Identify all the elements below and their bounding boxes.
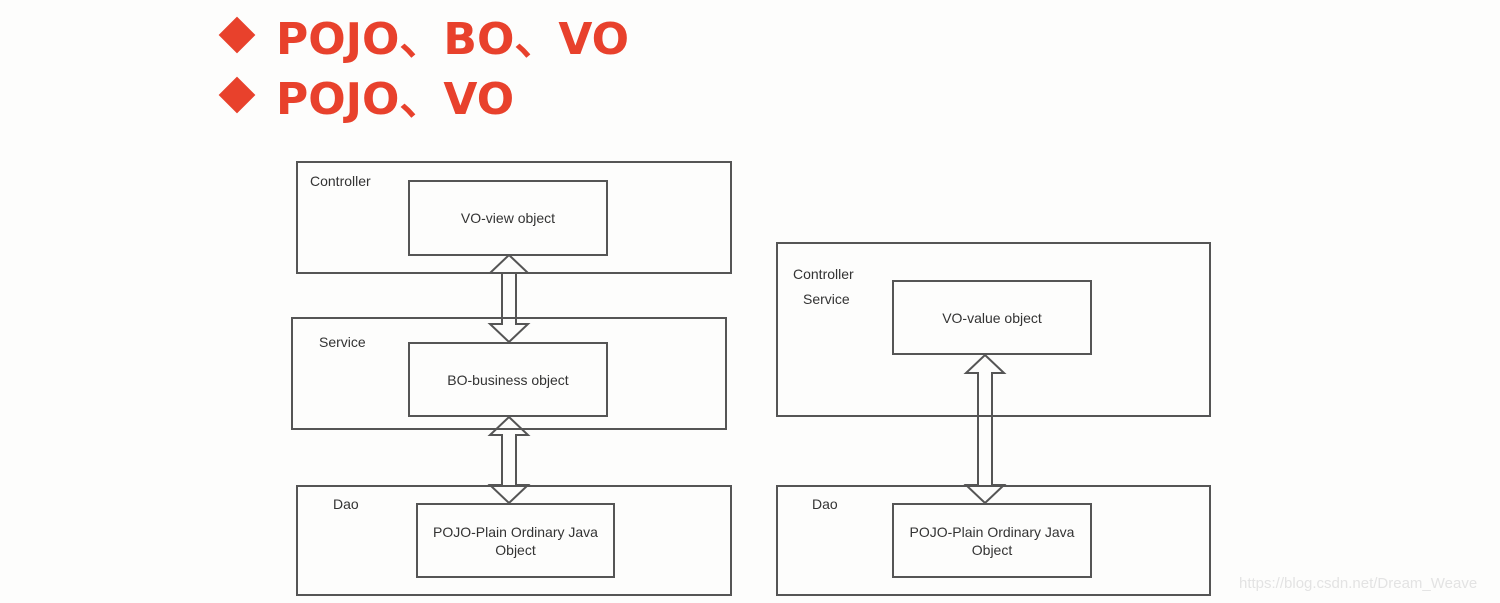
heading-text: POJO、BO、VO: [276, 14, 630, 65]
controller-service-layer: Controller Service: [776, 242, 1211, 417]
layer-label: Controller: [310, 173, 371, 189]
layer-label: Controller: [793, 266, 854, 282]
dao-layer: Dao: [296, 485, 732, 596]
pojo-box: POJO-Plain Ordinary Java Object: [416, 503, 615, 578]
watermark: https://blog.csdn.net/Dream_Weave: [1239, 575, 1478, 592]
heading-text: POJO、VO: [276, 74, 515, 125]
controller-layer: Controller: [296, 161, 732, 274]
dao-layer: Dao: [776, 485, 1211, 596]
layer-label: Dao: [333, 496, 359, 512]
bo-business-object-box: BO-business object: [408, 342, 608, 417]
layer-label: Dao: [812, 496, 838, 512]
pojo-box: POJO-Plain Ordinary Java Object: [892, 503, 1092, 578]
vo-view-object-box: VO-view object: [408, 180, 608, 256]
service-layer: Service: [291, 317, 727, 430]
vo-value-object-box: VO-value object: [892, 280, 1092, 355]
layer-label: Service: [803, 291, 850, 307]
heading-pojo-vo: POJO、VO: [218, 70, 514, 125]
heading-pojo-bo-vo: POJO、BO、VO: [218, 10, 629, 65]
layer-label: Service: [319, 334, 366, 350]
